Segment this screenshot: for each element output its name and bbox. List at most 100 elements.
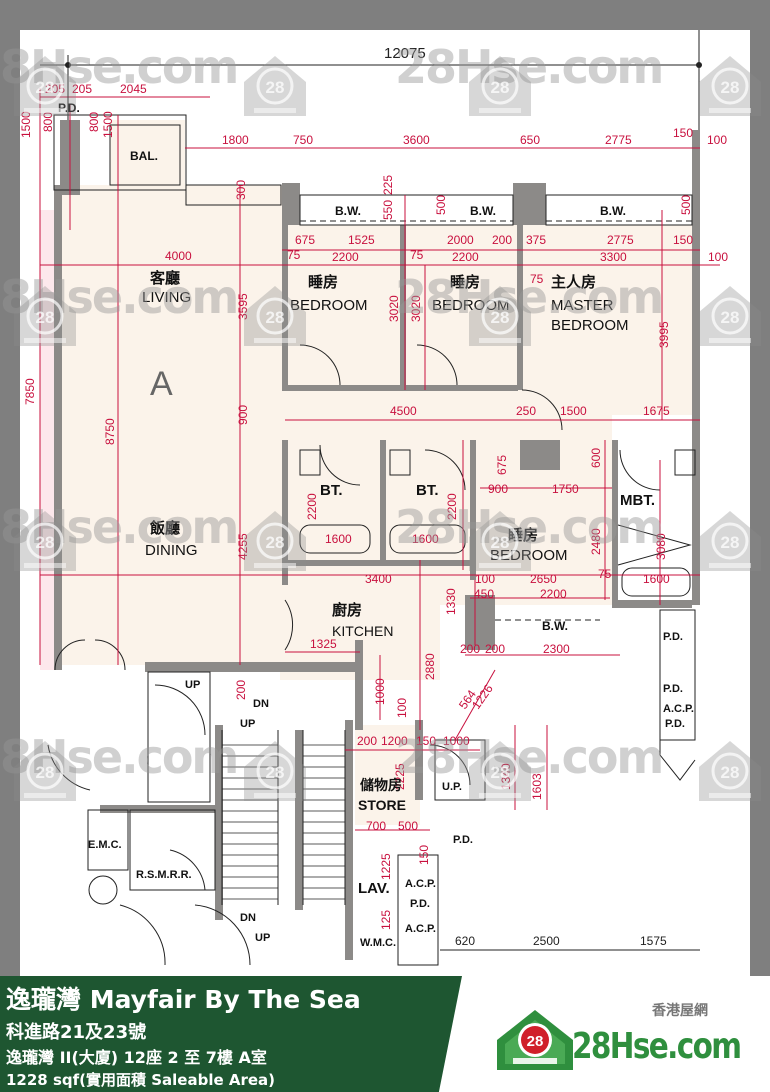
dim: 675 <box>295 233 315 247</box>
dining-label-zh: 飯廳 <box>149 519 180 537</box>
dim: 200 <box>492 233 512 247</box>
dim: 500 <box>434 195 448 215</box>
dim: 2200 <box>540 587 567 601</box>
dim: 2650 <box>530 572 557 586</box>
bedroom1-label-zh: 睡房 <box>308 273 338 291</box>
dim: 250 <box>516 404 536 418</box>
floor-plan-drawing: 12075 205 205 2045 1800 750 3600 650 277… <box>19 30 728 966</box>
dim: 2200 <box>332 250 359 264</box>
pd-label: P.D. <box>410 898 430 910</box>
lav-label: LAV. <box>358 880 390 897</box>
dim: 100 <box>395 698 409 718</box>
stair-up-label: UP <box>240 718 255 730</box>
living-label-zh: 客廳 <box>149 269 180 287</box>
dim: 2200 <box>305 493 319 520</box>
dim: 1500 <box>20 111 33 138</box>
balcony-label: BAL. <box>130 149 158 163</box>
store-label-zh: 儲物房 <box>359 777 402 793</box>
dim: 150 <box>673 233 693 247</box>
bedroom2-label-zh: 睡房 <box>450 273 480 291</box>
dim: 100 <box>475 572 495 586</box>
dim: 2775 <box>605 133 632 147</box>
dim: 3400 <box>365 572 392 586</box>
dim: 2480 <box>589 528 603 555</box>
dim: 750 <box>293 133 313 147</box>
dim: 1500 <box>560 404 587 418</box>
dim: 4500 <box>390 404 417 418</box>
unit-letter: A <box>150 365 173 403</box>
dim: 2000 <box>447 233 474 247</box>
dining-label-en: DINING <box>145 542 198 559</box>
dim: 2200 <box>452 250 479 264</box>
dim: 200 <box>485 642 505 656</box>
bedroom3-label-en: BEDROOM <box>490 547 568 564</box>
dim: 2200 <box>445 493 459 520</box>
master-bedroom-label-en1: MASTER <box>551 297 614 314</box>
wmc-label: W.M.C. <box>360 937 396 949</box>
dim: 1600 <box>412 532 439 546</box>
bw-label: B.W. <box>600 204 626 218</box>
dim: 1000 <box>373 678 387 705</box>
rsmrr-label: R.S.M.R.R. <box>136 869 192 881</box>
dim: 150 <box>417 845 431 865</box>
dim: 900 <box>488 482 508 496</box>
dim: 75 <box>410 248 424 262</box>
unit-description: 逸瓏灣 II(大廈) 12座 2 至 7樓 A室 <box>6 1048 267 1067</box>
kitchen-label-en: KITCHEN <box>332 623 393 639</box>
pd-label: P.D. <box>665 718 685 730</box>
dim: 1675 <box>643 404 670 418</box>
bw-label: B.W. <box>542 619 568 633</box>
dim: 1330 <box>444 588 458 615</box>
dim: 75 <box>598 567 612 581</box>
dim: 4255 <box>236 533 250 560</box>
dim: 3595 <box>236 293 250 320</box>
bedroom1-label-en: BEDROOM <box>290 297 368 314</box>
dim: 2045 <box>120 82 147 96</box>
bath2-label: BT. <box>416 482 439 499</box>
dim: 205 <box>45 82 65 96</box>
dim: 1800 <box>222 133 249 147</box>
pd-label: P.D. <box>453 834 473 846</box>
dim: 1325 <box>310 637 337 651</box>
dim: 8750 <box>103 418 117 445</box>
acp-label: A.C.P. <box>405 878 436 890</box>
acp-label: A.C.P. <box>663 703 694 715</box>
dim: 450 <box>474 587 494 601</box>
listing-footer: 逸瓏灣 Mayfair By The Sea 科進路21及23號 逸瓏灣 II(… <box>0 976 770 1092</box>
dim: 650 <box>520 133 540 147</box>
dim: 3080 <box>654 533 668 560</box>
stair-dn-label: DN <box>240 912 256 924</box>
master-bedroom-label-en2: BEDROOM <box>551 317 629 334</box>
dim: 600 <box>589 448 603 468</box>
bedroom3-label-zh: 睡房 <box>508 526 538 544</box>
dim: 1525 <box>348 233 375 247</box>
kitchen-label-zh: 廚房 <box>332 601 362 619</box>
overall-width-dimension: 12075 <box>384 45 426 62</box>
stair-up-label: UP <box>255 932 270 944</box>
estate-address: 科進路21及23號 <box>6 1022 147 1043</box>
dim: 2225 <box>393 763 407 790</box>
dim: 375 <box>526 233 546 247</box>
dim: 100 <box>707 133 727 147</box>
dim: 200 <box>357 734 377 748</box>
floor-plan: 12075 205 205 2045 1800 750 3600 650 277… <box>19 30 750 976</box>
master-bedroom-label-zh: 主人房 <box>551 273 596 291</box>
dim: 1200 <box>381 734 408 748</box>
dim: 800 <box>41 112 55 132</box>
dim: 300 <box>234 180 248 200</box>
dim: 200 <box>234 680 248 700</box>
dim: 3020 <box>409 295 423 322</box>
house-logo-icon: 28 <box>497 1010 573 1070</box>
dim: 7850 <box>23 378 37 405</box>
dim: 1750 <box>552 482 579 496</box>
dim: 1600 <box>643 572 670 586</box>
dim: 900 <box>236 405 250 425</box>
listing-info-panel: 逸瓏灣 Mayfair By The Sea 科進路21及23號 逸瓏灣 II(… <box>0 976 462 1092</box>
dim: 1225 <box>379 853 393 880</box>
stair-dn-label: DN <box>253 698 269 710</box>
pd-label: P.D. <box>58 101 80 115</box>
estate-title: 逸瓏灣 Mayfair By The Sea <box>6 985 361 1014</box>
dim: 500 <box>679 195 693 215</box>
dim: 1000 <box>443 734 470 748</box>
pd-label: P.D. <box>663 683 683 695</box>
